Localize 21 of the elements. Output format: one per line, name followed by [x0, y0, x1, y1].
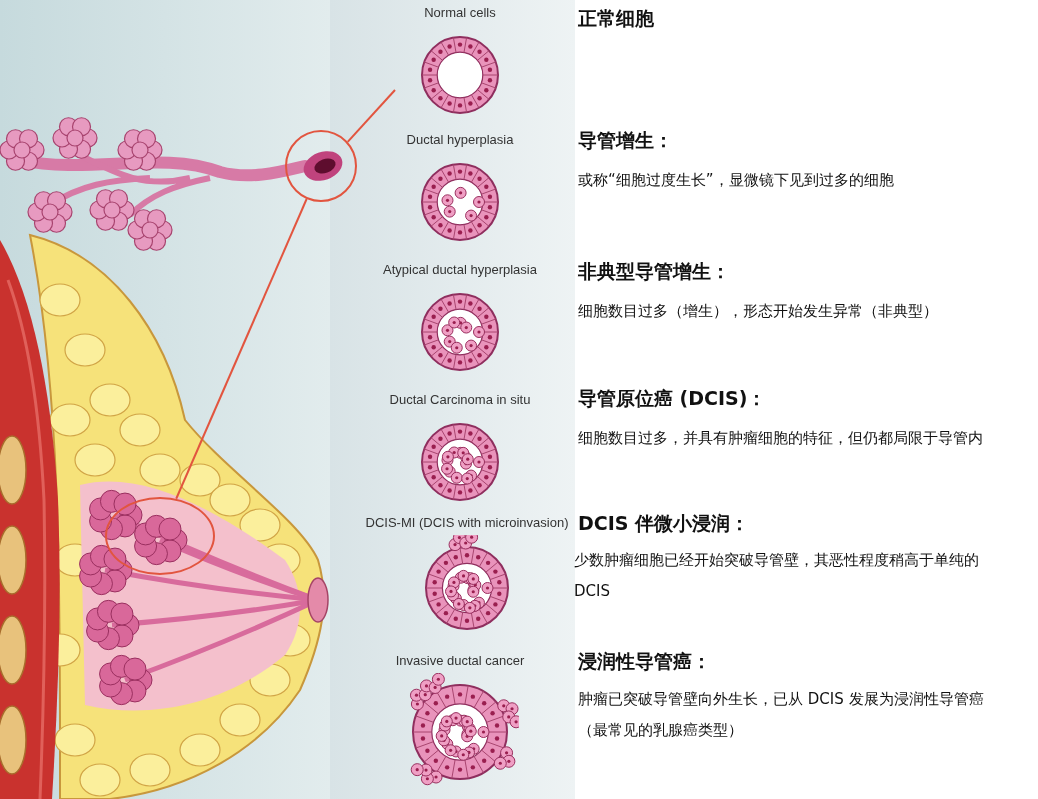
- stage-heading: 非典型导管增生：: [578, 259, 730, 284]
- stage-description: 细胞数目过多，并具有肿瘤细胞的特征，但仍都局限于导管内: [578, 428, 984, 449]
- stage-heading: 浸润性导管癌：: [578, 649, 711, 674]
- stage-label: Atypical ductal hyperplasia: [382, 262, 538, 277]
- stage-heading: DCIS 伴微小浸润：: [578, 511, 750, 536]
- stage-label: DCIS-MI (DCIS with microinvasion): [364, 515, 570, 530]
- leader-line: [346, 89, 396, 143]
- stage-description: 或称“细胞过度生长”，显微镜下见到过多的细胞: [578, 170, 895, 191]
- stage-label: Invasive ductal cancer: [394, 653, 526, 668]
- stage-description: 少数肿瘤细胞已经开始突破导管壁，其恶性程度稍高于单纯的 DCIS: [574, 550, 980, 602]
- stage-heading: 导管增生：: [578, 128, 673, 153]
- magnifier-circle: [105, 497, 215, 575]
- stage-label: Ductal hyperplasia: [405, 132, 515, 147]
- stage-label: Ductal Carcinoma in situ: [388, 392, 532, 407]
- stage-label: Normal cells: [423, 5, 497, 20]
- stage-description: 肿瘤已突破导管壁向外生长，已从 DCIS 发展为浸润性导管癌（最常见的乳腺癌类型）: [578, 689, 985, 741]
- leader-line: [175, 198, 308, 500]
- stage-heading: 正常细胞: [578, 6, 654, 31]
- magnifier-circle: [285, 130, 357, 202]
- stage-heading: 导管原位癌 (DCIS)：: [578, 386, 767, 411]
- stage-description: 细胞数目过多（增生），形态开始发生异常（非典型）: [578, 301, 939, 322]
